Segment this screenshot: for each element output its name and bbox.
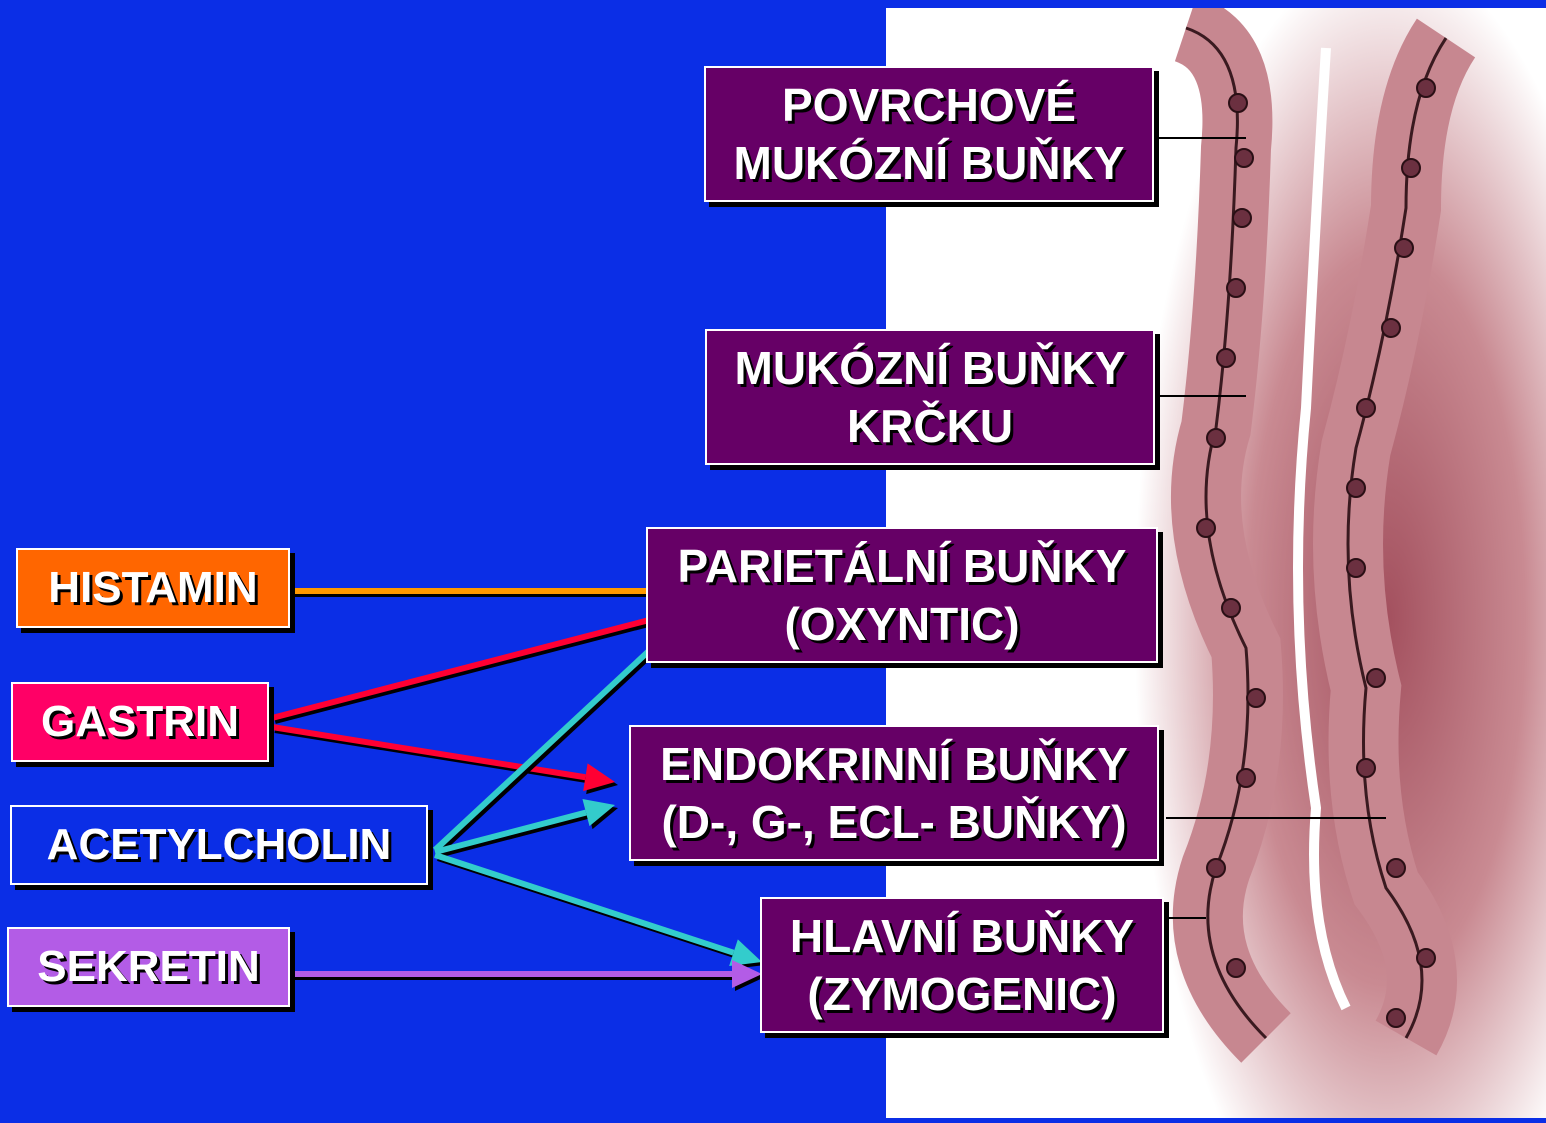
box-povrchove-mukozni-bunky: POVRCHOVÉ MUKÓZNÍ BUŇKY [704,66,1154,202]
arrow-sekretin-hlavni [290,960,765,991]
regulator-sekretin: SEKRETIN [7,927,290,1007]
regulator-gastrin-label: GASTRIN [41,693,239,751]
box-hlavni-bunky: HLAVNÍ BUŇKY (ZYMOGENIC) [760,897,1164,1033]
regulator-histamin-label: HISTAMIN [48,559,257,617]
regulator-acetylcholin-label: ACETYLCHOLIN [47,816,392,874]
regulator-histamin: HISTAMIN [16,548,290,628]
box-endokrin-line-2: (D-, G-, ECL- BUŇKY) [661,793,1126,851]
arrow-histamin-parietal [290,577,693,608]
box-parietal-line-2: (OXYNTIC) [784,595,1019,653]
box-povrchove-line-1: POVRCHOVÉ [782,76,1076,134]
box-hlavni-line-1: HLAVNÍ BUŇKY [790,907,1134,965]
box-mukozni-bunky-krcku: MUKÓZNÍ BUŇKY KRČKU [705,329,1155,465]
box-povrchove-line-2: MUKÓZNÍ BUŇKY [734,134,1125,192]
box-krcku-line-1: MUKÓZNÍ BUŇKY [735,339,1126,397]
arrow-gastrin-parietal [272,606,683,721]
box-hlavni-line-2: (ZYMOGENIC) [807,965,1116,1023]
box-parietal-line-1: PARIETÁLNÍ BUŇKY [678,537,1127,595]
box-krcku-line-2: KRČKU [847,397,1013,455]
regulator-gastrin: GASTRIN [11,682,269,762]
box-endokrin-line-1: ENDOKRINNÍ BUŇKY [660,735,1128,793]
arrow-ach-hlavni [435,855,765,969]
regulator-sekretin-label: SEKRETIN [37,938,259,996]
regulator-acetylcholin: ACETYLCHOLIN [10,805,428,885]
box-endokrinni-bunky: ENDOKRINNÍ BUŇKY (D-, G-, ECL- BUŇKY) [629,725,1159,861]
box-parietalni-bunky: PARIETÁLNÍ BUŇKY (OXYNTIC) [646,527,1158,663]
